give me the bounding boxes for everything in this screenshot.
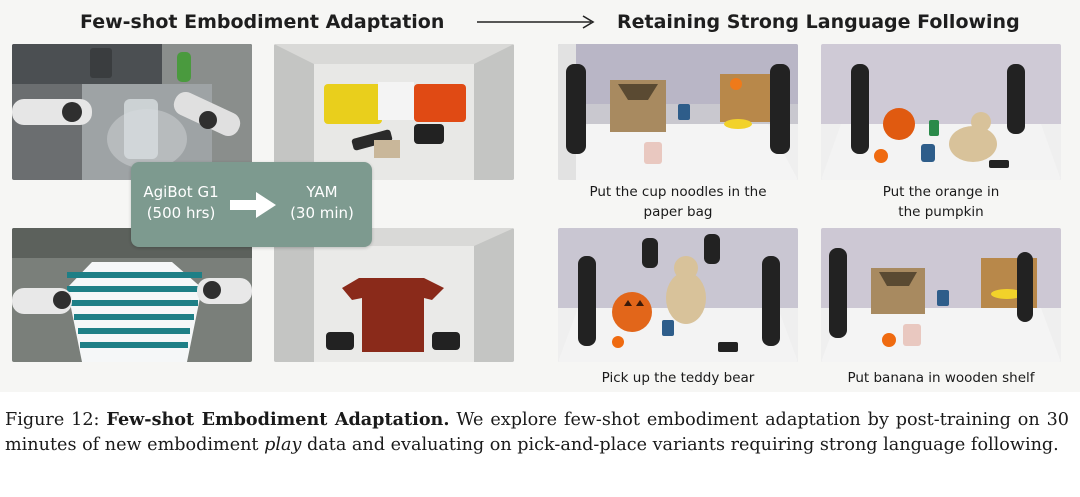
- yam-shirt-photo: [274, 228, 514, 362]
- agibot-cup-photo: [12, 44, 252, 180]
- task-photo-orange-pumpkin: [821, 44, 1061, 180]
- target-name: YAM: [306, 183, 338, 201]
- source-embodiment: AgiBot G1 (500 hrs): [131, 182, 231, 224]
- agibot-shirt-photo: [12, 228, 252, 362]
- task-photo-cup-noodles: [558, 44, 798, 180]
- task-caption-cup-noodles: Put the cup noodles in the paper bag: [558, 182, 798, 222]
- target-amount: (30 min): [290, 204, 354, 222]
- figure-label: Figure 12:: [5, 410, 100, 430]
- task-caption-banana-shelf: Put banana in wooden shelf: [821, 368, 1061, 388]
- task-caption-line: Pick up the teddy bear: [601, 370, 755, 386]
- task-caption-line: Put banana in wooden shelf: [847, 370, 1035, 386]
- task-caption-teddy-bear: Pick up the teddy bear: [558, 368, 798, 388]
- left-heading: Few-shot Embodiment Adaptation: [80, 11, 445, 33]
- figure-title: Few-shot Embodiment Adaptation.: [106, 409, 450, 430]
- figure: Few-shot Embodiment Adaptation Retaining…: [0, 0, 1080, 392]
- transfer-arrow-icon: [230, 192, 276, 218]
- caption-italic-word: play: [264, 434, 302, 455]
- task-caption-line: the pumpkin: [898, 204, 984, 220]
- task-photo-teddy-bear: [558, 228, 798, 362]
- task-photo-banana-shelf: [821, 228, 1061, 362]
- target-embodiment: YAM (30 min): [272, 182, 372, 224]
- caption-text-before: We explore few-shot embodiment adaptatio…: [5, 410, 1069, 455]
- right-heading: Retaining Strong Language Following: [617, 11, 1020, 33]
- embodiment-transfer-card: AgiBot G1 (500 hrs) YAM (30 min): [131, 162, 372, 247]
- right-arrow-icon: [477, 15, 595, 29]
- caption-text-after: data and evaluating on pick-and-place va…: [307, 434, 1059, 455]
- source-amount: (500 hrs): [146, 204, 216, 222]
- yam-tabletop-photo: [274, 44, 514, 180]
- task-caption-line: paper bag: [643, 204, 713, 220]
- task-caption-line: Put the cup noodles in the: [589, 184, 767, 200]
- source-name: AgiBot G1: [143, 183, 219, 201]
- task-caption-line: Put the orange in: [882, 184, 1000, 200]
- figure-caption: Figure 12: Few-shot Embodiment Adaptatio…: [5, 408, 1069, 457]
- task-caption-orange-pumpkin: Put the orange in the pumpkin: [821, 182, 1061, 222]
